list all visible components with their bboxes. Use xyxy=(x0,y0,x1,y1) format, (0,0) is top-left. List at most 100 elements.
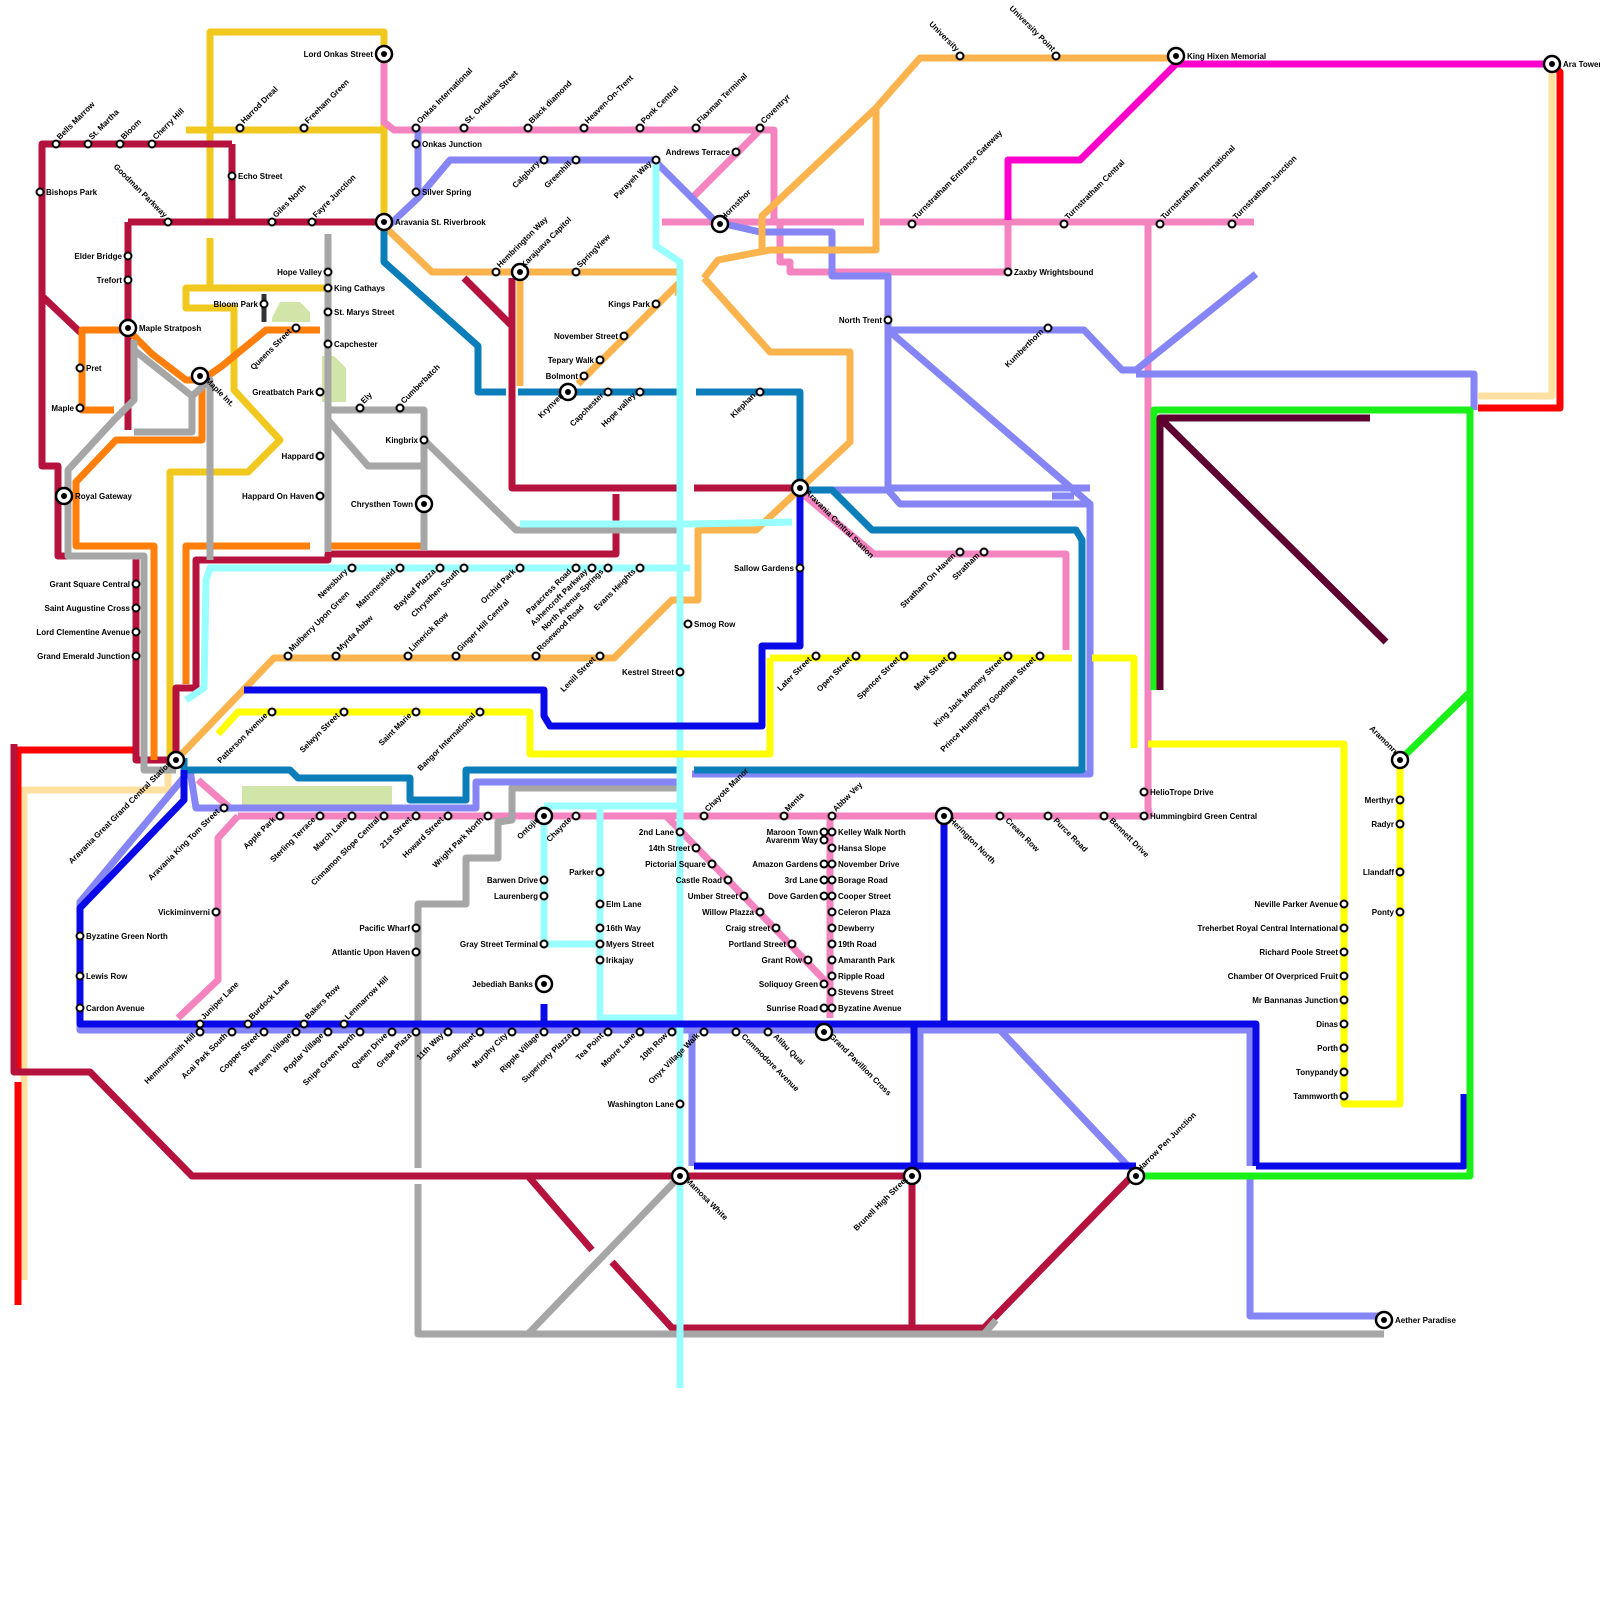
station-s127[interactable]: Radyr xyxy=(1371,820,1403,829)
station-s62[interactable]: Ara Tower xyxy=(1544,56,1600,72)
station-s160[interactable]: Parker xyxy=(569,868,603,877)
station-s109[interactable]: Sterling Terrace xyxy=(268,813,323,865)
station-s180[interactable]: Tonypandy xyxy=(1296,1068,1348,1077)
station-s203[interactable]: Commodore Avenue xyxy=(733,1029,802,1094)
station-s91[interactable]: Ginger Hill Central xyxy=(453,597,512,659)
station-s181[interactable]: Tammworth xyxy=(1293,1092,1347,1101)
station-s66[interactable]: Turnstratham Junction xyxy=(1229,154,1299,228)
station-s87[interactable]: Smog Row xyxy=(685,620,737,629)
station-s139[interactable]: Soliquoy Green xyxy=(759,980,828,989)
station-s129[interactable]: Ponty xyxy=(1372,908,1404,917)
station-s28[interactable]: Cumberbatch xyxy=(397,363,442,412)
station-s159[interactable]: Laurenberg xyxy=(494,892,548,901)
station-s64[interactable]: Turnstratham Central xyxy=(1061,158,1127,228)
station-s152[interactable]: Dewberry xyxy=(829,924,876,933)
station-s155[interactable]: Ripple Road xyxy=(829,972,885,981)
station-s173[interactable]: Neville Parker Avenue xyxy=(1255,900,1348,909)
station-s35[interactable]: St. Onkukas Street xyxy=(461,69,520,132)
station-s3[interactable]: Freeham Green xyxy=(301,77,351,131)
station-s150[interactable]: Cooper Street xyxy=(829,892,892,901)
station-s156[interactable]: Stevens Street xyxy=(829,988,894,997)
station-s157[interactable]: Byzatine Avenue xyxy=(829,1004,902,1013)
station-s14[interactable]: Elder Bridge xyxy=(74,252,131,261)
station-s148[interactable]: November Drive xyxy=(829,860,900,869)
station-s39[interactable]: Flaxman Terminal xyxy=(693,71,750,131)
station-s154[interactable]: Amaranth Park xyxy=(829,956,896,965)
station-s67[interactable]: Zaxby Wrightsbound xyxy=(1005,268,1094,277)
station-s145[interactable]: Dove Garden xyxy=(768,892,827,901)
station-s164[interactable]: Irikajay xyxy=(597,956,635,965)
station-s52[interactable]: November Street xyxy=(554,332,628,341)
station-s175[interactable]: Richard Poole Street xyxy=(1259,948,1347,957)
station-s149[interactable]: Borage Road xyxy=(829,876,888,885)
station-s15[interactable]: Trefort xyxy=(97,276,132,285)
station-s46[interactable]: Silver Spring xyxy=(413,188,472,197)
station-s20[interactable]: Maple Stratposh xyxy=(120,320,201,336)
station-s12[interactable]: Fayre Junction xyxy=(309,173,358,226)
station-s41[interactable]: Onkas Junction xyxy=(413,140,483,149)
station-s206[interactable]: Washington Lane xyxy=(608,1100,684,1109)
station-s163[interactable]: Myers Street xyxy=(597,940,655,949)
station-s23[interactable]: Pret xyxy=(77,364,102,373)
station-s33[interactable]: Chrysthen Town xyxy=(351,496,432,512)
station-s68[interactable]: North Trent xyxy=(839,316,892,325)
station-s125[interactable]: Hummingbird Green Central xyxy=(1141,812,1258,821)
station-s19[interactable]: St. Marys Street xyxy=(325,308,395,317)
station-s59[interactable]: University xyxy=(927,20,963,60)
station-s37[interactable]: Heaven-On-Trent xyxy=(581,73,636,131)
station-s75[interactable]: Saint Augustine Cross xyxy=(45,604,140,613)
station-s171[interactable]: Pacific Wharf xyxy=(359,924,419,933)
station-s94[interactable]: Kestrel Street xyxy=(622,668,684,677)
station-s31[interactable]: Royal Gateway xyxy=(56,488,132,504)
station-s153[interactable]: 19th Road xyxy=(829,940,877,949)
station-s89[interactable]: Myrda Abbw xyxy=(333,613,376,659)
station-s167[interactable]: Vickiminverni xyxy=(158,908,219,917)
station-s38[interactable]: Ponk Central xyxy=(637,84,681,131)
station-s168[interactable]: Byzatine Green North xyxy=(77,932,168,941)
station-s126[interactable]: Merthyr xyxy=(1365,796,1404,805)
station-s104[interactable]: Bangor International xyxy=(416,709,484,773)
station-s137[interactable]: Portland Street xyxy=(729,940,796,949)
station-s105[interactable]: Aramonru xyxy=(1368,724,1408,768)
station-s25[interactable]: Maple xyxy=(51,404,83,413)
station-s182[interactable]: Juniper Lane xyxy=(197,979,242,1027)
station-s146[interactable]: Kelley Walk North xyxy=(829,828,906,837)
station-s16[interactable]: Hope Valley xyxy=(277,268,331,277)
station-s132[interactable]: Pictorial Square xyxy=(645,860,715,869)
station-s36[interactable]: Black diamond xyxy=(525,79,574,132)
station-s32[interactable]: Happard On Haven xyxy=(242,492,324,501)
station-s42[interactable]: Andrews Terrace xyxy=(666,148,740,157)
station-s90[interactable]: Limerick Row xyxy=(405,610,451,660)
station-s13[interactable]: Aravania St. Riverbrook xyxy=(376,214,486,230)
station-s191[interactable]: Snipe Green North xyxy=(301,1029,363,1088)
station-s165[interactable]: Gray Street Terminal xyxy=(460,940,548,949)
station-s166[interactable]: Jebediah Banks xyxy=(472,976,552,992)
station-s26[interactable]: Greatbatch Park xyxy=(252,388,323,397)
station-s2[interactable]: Harrod Dreal xyxy=(237,85,280,132)
station-s147[interactable]: Hansa Slope xyxy=(829,844,887,853)
station-s76[interactable]: Lord Clementine Avenue xyxy=(36,628,139,637)
station-s210[interactable]: Aether Paradise xyxy=(1376,1312,1456,1328)
station-s128[interactable]: Llandaff xyxy=(1363,868,1404,877)
station-s18[interactable]: Bloom Park xyxy=(214,300,268,309)
station-s63[interactable]: Turnstratham Entrance Gateway xyxy=(909,128,1005,227)
station-s22[interactable]: Capchester xyxy=(325,340,378,349)
station-s8[interactable]: Bishops Park xyxy=(37,188,98,197)
station-s178[interactable]: Dinas xyxy=(1316,1020,1347,1029)
station-s170[interactable]: Cardon Avenue xyxy=(77,1004,146,1013)
station-s205[interactable]: Grand Pavillion Cross xyxy=(816,1024,893,1098)
station-s111[interactable]: Cinnamon Slope Central xyxy=(309,813,387,888)
station-s174[interactable]: Treherbet Royal Central International xyxy=(1198,924,1348,933)
station-s184[interactable]: Burdock Lane xyxy=(245,977,292,1028)
station-s142[interactable]: Avarenm Way xyxy=(766,836,828,845)
station-s17[interactable]: King Cathays xyxy=(325,284,386,293)
station-s65[interactable]: Turnstratham International xyxy=(1157,143,1237,227)
station-s144[interactable]: 3rd Lane xyxy=(785,876,828,885)
station-s10[interactable]: Goodman Parkway xyxy=(112,162,172,225)
station-s124[interactable]: HelioTrope Drive xyxy=(1141,788,1215,797)
station-s101[interactable]: Patterson Avenue xyxy=(215,709,275,766)
station-s169[interactable]: Lewis Row xyxy=(77,972,129,981)
station-s176[interactable]: Chamber Of Overpriced Fruit xyxy=(1228,972,1348,981)
station-s158[interactable]: Barwen Drive xyxy=(487,876,548,885)
station-s183[interactable]: Hemmursmith Hill xyxy=(143,1029,204,1086)
